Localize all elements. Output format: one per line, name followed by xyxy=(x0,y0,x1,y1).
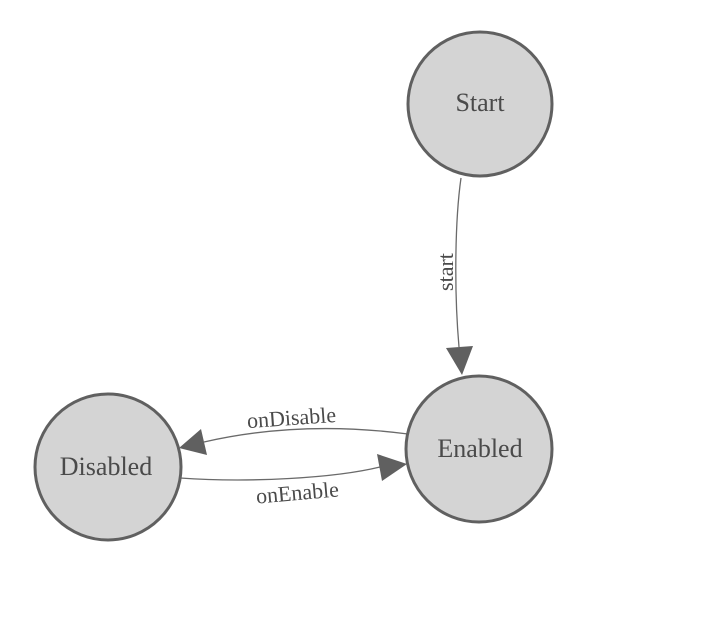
state-node-disabled[interactable]: Disabled xyxy=(33,392,183,542)
state-label-start: Start xyxy=(455,88,505,117)
edge-arrowhead-ondisable xyxy=(179,429,207,455)
state-circle-disabled[interactable] xyxy=(33,392,183,542)
state-label-enabled: Enabled xyxy=(437,434,522,463)
edge-line-start xyxy=(455,177,462,348)
state-circle-start[interactable] xyxy=(406,30,554,178)
edge-label-onenable: onEnable xyxy=(255,476,340,508)
edge-arrowhead-start xyxy=(446,346,473,375)
edge-enabled-to-disabled: onDisable xyxy=(179,402,409,455)
state-circle-enabled[interactable] xyxy=(404,374,554,524)
edge-label-ondisable: onDisable xyxy=(246,402,337,433)
edge-disabled-to-enabled: onEnable xyxy=(179,454,407,509)
edge-start-to-enabled: start xyxy=(433,177,473,375)
state-node-start[interactable]: Start xyxy=(406,30,554,178)
edge-line-ondisable xyxy=(203,427,409,443)
state-node-enabled[interactable]: Enabled xyxy=(404,374,554,524)
state-label-disabled: Disabled xyxy=(60,452,152,481)
edge-arrowhead-onenable xyxy=(377,454,407,481)
edge-line-onenable xyxy=(179,466,381,481)
edge-label-start: start xyxy=(433,253,458,291)
